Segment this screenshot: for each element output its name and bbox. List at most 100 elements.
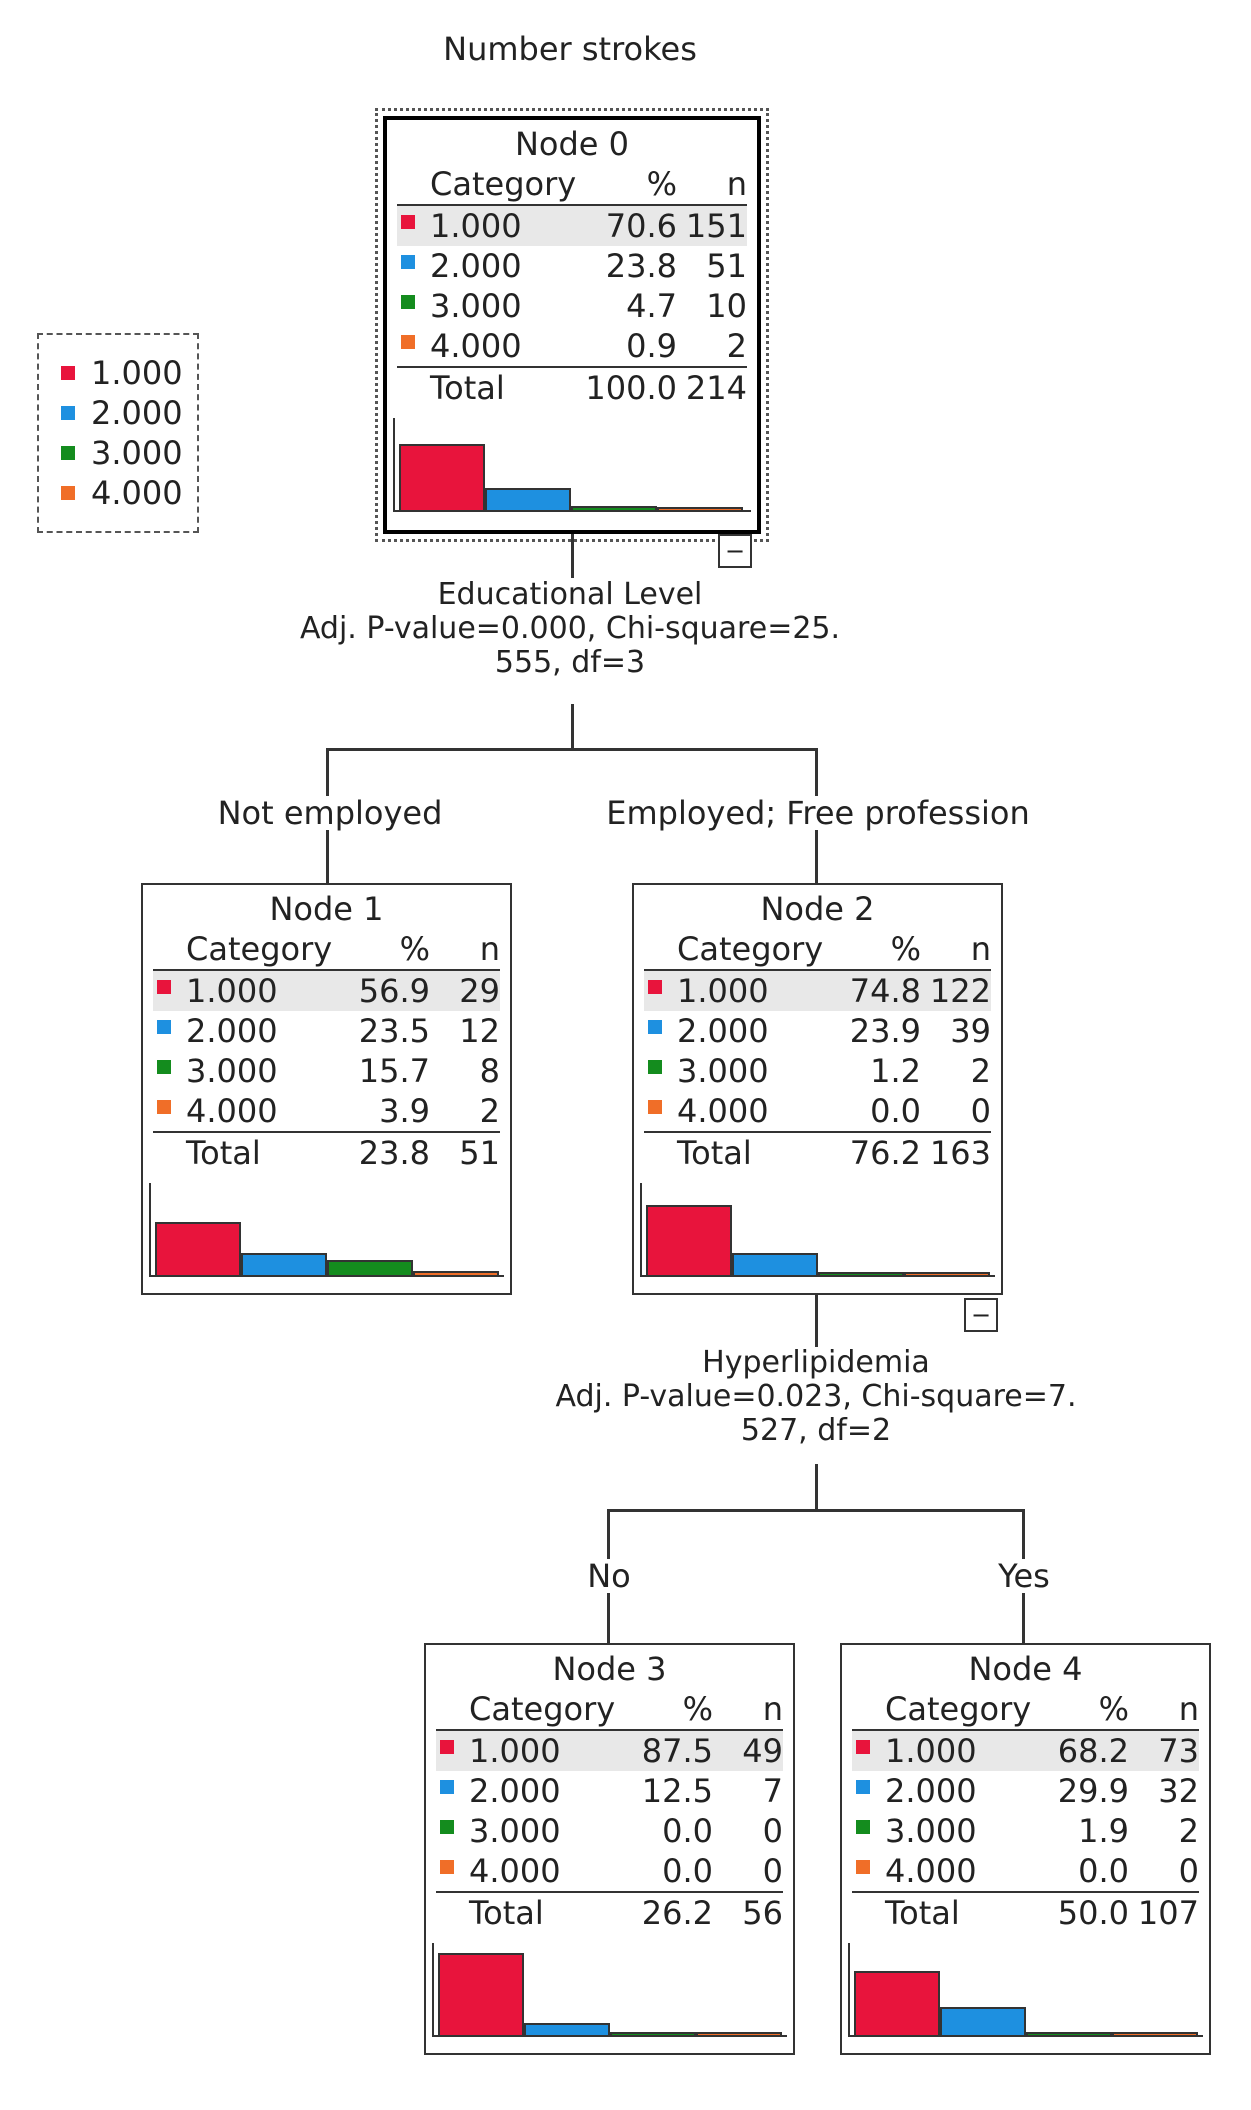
histogram-bar-red <box>399 444 485 510</box>
col-percent: % <box>831 929 921 971</box>
col-percent: % <box>585 164 677 206</box>
n-value: 0 <box>713 1851 783 1893</box>
category-label: 4.000 <box>430 327 522 365</box>
percent-value: 0.9 <box>585 326 677 368</box>
n-value: 0 <box>762 1812 783 1850</box>
collapse-button[interactable]: − <box>718 534 752 568</box>
category-label: 2.000 <box>469 1772 561 1810</box>
percent-value: 0.0 <box>623 1851 713 1893</box>
category-marker-red <box>157 980 171 994</box>
connector <box>571 704 574 750</box>
legend-label: 1.000 <box>91 354 183 392</box>
node-histogram <box>393 418 751 512</box>
category-label: 1.000 <box>677 972 769 1010</box>
edge-label: Yes <box>984 1559 1064 1593</box>
legend: 1.000 2.000 3.000 4.000 <box>37 333 199 533</box>
col-category: Category <box>436 1689 623 1731</box>
percent-value: 1.2 <box>870 1052 921 1090</box>
percent-value: 29.9 <box>1057 1772 1129 1810</box>
percent-value: 23.8 <box>605 247 677 285</box>
total-n: 163 <box>929 1134 991 1172</box>
histogram-bar-green <box>327 1260 413 1275</box>
total-n: 214 <box>685 369 747 407</box>
collapse-button[interactable]: − <box>964 1298 998 1332</box>
legend-label: 2.000 <box>91 394 183 432</box>
legend-label: 3.000 <box>91 434 183 472</box>
percent-value: 23.9 <box>849 1012 921 1050</box>
node-title: Node 4 <box>968 1650 1083 1688</box>
percent-value: 15.7 <box>358 1052 430 1090</box>
category-marker-green <box>856 1820 870 1834</box>
percent-value: 68.2 <box>1039 1730 1129 1771</box>
category-label: 2.000 <box>677 1012 769 1050</box>
category-label: 4.000 <box>885 1852 977 1890</box>
legend-item: 1.000 <box>61 353 197 393</box>
legend-swatch-red <box>61 366 75 380</box>
n-value: 122 <box>921 970 991 1011</box>
n-value: 49 <box>713 1730 783 1771</box>
category-marker-orange <box>401 335 415 349</box>
legend-item: 2.000 <box>61 393 197 433</box>
histogram-bar-red <box>155 1222 241 1275</box>
total-percent: 26.2 <box>641 1894 713 1932</box>
category-label: 4.000 <box>186 1092 278 1130</box>
node-title: Node 0 <box>514 125 630 163</box>
total-percent: 100.0 <box>585 369 677 407</box>
total-n: 51 <box>459 1134 500 1172</box>
category-marker-orange <box>440 1860 454 1874</box>
category-marker-red <box>648 980 662 994</box>
col-category: Category <box>397 164 586 206</box>
category-label: 2.000 <box>885 1772 977 1810</box>
col-n: n <box>1129 1689 1199 1731</box>
legend-swatch-orange <box>61 486 75 500</box>
connector <box>815 1464 818 1510</box>
histogram-bar-orange <box>413 1271 499 1275</box>
table-row: 2.000 23.9 39 <box>644 1011 991 1051</box>
percent-value: 0.0 <box>1039 1851 1129 1893</box>
n-value: 8 <box>479 1052 500 1090</box>
total-n: 107 <box>1137 1894 1199 1932</box>
category-marker-red <box>440 1740 454 1754</box>
total-label: Total <box>430 369 505 407</box>
node-histogram <box>149 1183 504 1277</box>
histogram-bar-green <box>571 506 657 510</box>
category-label: 3.000 <box>677 1052 769 1090</box>
category-marker-blue <box>856 1780 870 1794</box>
tree-title: Number strokes <box>443 30 697 68</box>
node-histogram <box>848 1943 1203 2037</box>
total-percent: 23.8 <box>358 1134 430 1172</box>
legend-item: 4.000 <box>61 473 197 513</box>
category-marker-blue <box>648 1020 662 1034</box>
col-percent: % <box>340 929 430 971</box>
split-description: Hyperlipidemia Adj. P-value=0.023, Chi-s… <box>476 1346 1156 1448</box>
histogram-bar-red <box>854 1971 940 2035</box>
category-label: 1.000 <box>469 1732 561 1770</box>
histogram-bar-blue <box>732 1253 818 1275</box>
percent-value: 87.5 <box>623 1730 713 1771</box>
category-marker-red <box>401 215 415 229</box>
n-value: 39 <box>950 1012 991 1050</box>
total-percent: 50.0 <box>1057 1894 1129 1932</box>
total-label: Total <box>885 1894 960 1932</box>
